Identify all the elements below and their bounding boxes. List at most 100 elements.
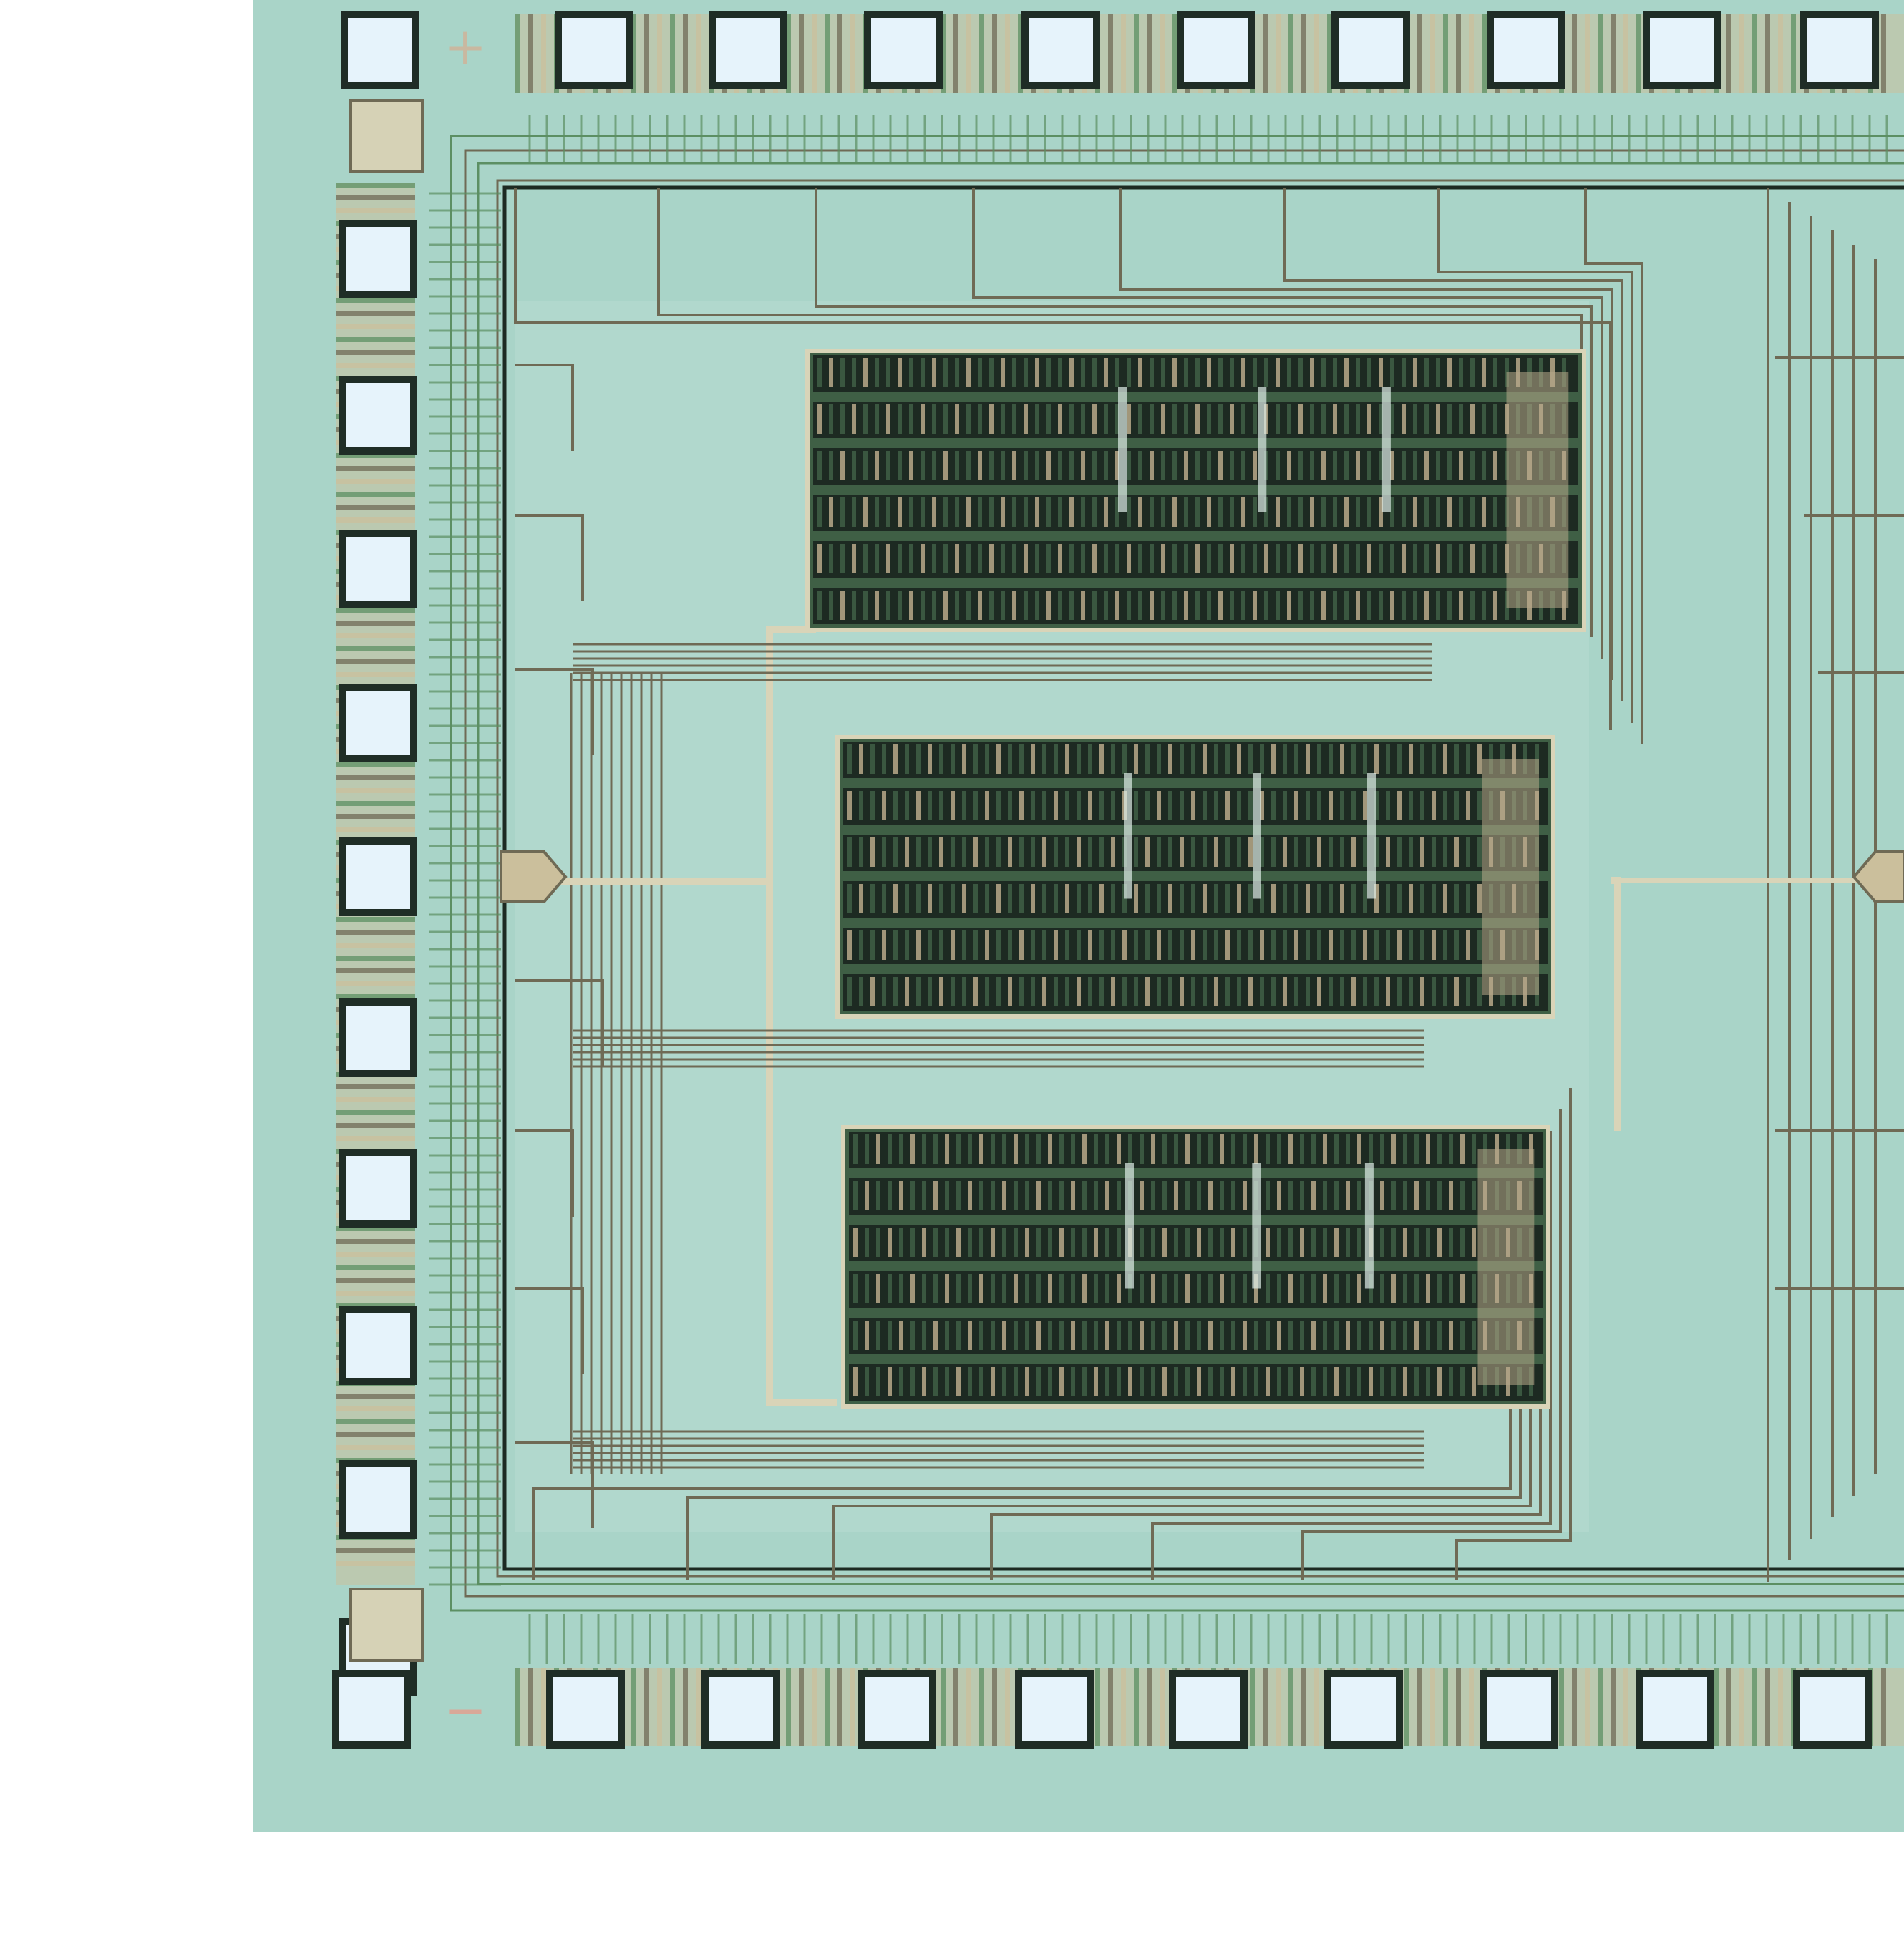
cell-transistor [1277, 1274, 1281, 1303]
cell-transistor [1231, 1134, 1235, 1164]
top-bond-pad-square [1487, 11, 1565, 89]
cell-transistor [817, 451, 822, 480]
cell-transistor [1081, 497, 1085, 527]
cell-transistor [1298, 497, 1303, 527]
cell-transistor [886, 591, 890, 620]
block-io-column [1477, 1149, 1535, 1385]
driver-stripe [966, 14, 971, 93]
driver-stripe [1005, 14, 1010, 93]
cell-transistor [847, 837, 852, 867]
cell-transistor [1260, 930, 1264, 960]
cell-transistor [1031, 791, 1035, 820]
driver-stripe [979, 14, 984, 93]
cell-transistor [1340, 884, 1344, 913]
bottom-bond-pad-square [1324, 1670, 1403, 1749]
cell-transistor [898, 358, 902, 387]
driver-stripe [631, 14, 636, 93]
cell-transistor [939, 930, 943, 960]
driver-stripe [336, 1252, 415, 1257]
left-feeder-trace [515, 1441, 594, 1528]
driver-stripe [1250, 1668, 1255, 1746]
cell-transistor [1024, 591, 1028, 620]
cell-transistor [829, 591, 833, 620]
cell-transistor [1254, 1321, 1258, 1350]
cell-transistor [909, 497, 913, 527]
cell-transistor [979, 1321, 983, 1350]
cell-transistor [1397, 744, 1402, 774]
cell-transistor [1424, 404, 1429, 434]
positive-mark: + [444, 16, 487, 77]
cell-transistor [1104, 497, 1108, 527]
cell-transistor [1203, 884, 1207, 913]
cell-transistor [863, 544, 868, 573]
cell-transistor [1283, 837, 1287, 867]
cell-transistor [1432, 977, 1436, 1006]
cell-transistor [1207, 544, 1211, 573]
cell-transistor [1300, 1321, 1304, 1350]
cell-transistor [870, 977, 875, 1006]
cell-transistor [1454, 837, 1459, 867]
block-io-column [1482, 759, 1539, 995]
cell-transistor [921, 404, 925, 434]
cell-transistor [1058, 591, 1062, 620]
cell-transistor [1409, 744, 1413, 774]
cell-transistor [1042, 791, 1046, 820]
cell-transistor [1168, 837, 1172, 867]
cell-transistor [1145, 977, 1150, 1006]
driver-stripe [786, 1668, 791, 1746]
driver-stripe [336, 1419, 415, 1424]
cell-transistor [1230, 451, 1234, 480]
bottom-bond-pad [332, 1670, 411, 1749]
cell-transistor [1150, 544, 1154, 573]
cell-transistor [1402, 544, 1406, 573]
cell-transistor [1184, 404, 1188, 434]
cell-transistor [1300, 1134, 1304, 1164]
cell-transistor [1191, 977, 1195, 1006]
cell-transistor [1403, 1321, 1407, 1350]
driver-stripe [696, 14, 701, 93]
cell-transistor [1321, 497, 1326, 527]
cell-transistor [905, 930, 909, 960]
cell-transistor [951, 791, 955, 820]
cell-transistor [898, 591, 902, 620]
cell-transistor [1470, 544, 1475, 573]
cell-transistor [1334, 1321, 1339, 1350]
cell-transistor [1241, 358, 1245, 387]
cell-transistor [1363, 930, 1367, 960]
cell-transistor [991, 1321, 995, 1350]
cell-transistor [888, 1134, 892, 1164]
cell-transistor [956, 1321, 961, 1350]
cell-transistor [905, 744, 909, 774]
driver-stripe [336, 466, 415, 471]
cell-transistor [1231, 1274, 1235, 1303]
driver-stripe [1611, 14, 1616, 93]
cell-transistor [985, 884, 989, 913]
cell-transistor [1447, 358, 1452, 387]
left-feeder-trace [515, 668, 594, 755]
cell-transistor [1287, 544, 1291, 573]
cell-transistor [1420, 884, 1424, 913]
cell-transistor [1025, 1228, 1029, 1257]
cell-transistor [1300, 1181, 1304, 1210]
cell-transistor [1432, 884, 1436, 913]
cell-transistor [886, 451, 890, 480]
cell-transistor [1012, 544, 1016, 573]
cell-transistor [991, 1367, 995, 1396]
cell-transistor [1323, 1274, 1327, 1303]
cell-transistor [1002, 1134, 1006, 1164]
cell-transistor [1151, 1321, 1155, 1350]
cell-transistor [1025, 1134, 1029, 1164]
driver-stripe [336, 1561, 415, 1566]
cell-transistor [932, 544, 936, 573]
driver-stripe [812, 1668, 817, 1746]
cell-transistor [1436, 497, 1440, 527]
cell-transistor [1402, 358, 1406, 387]
cell-transistor [1294, 744, 1298, 774]
block-gap [1125, 1163, 1134, 1289]
driver-stripe [1134, 1668, 1139, 1746]
driver-stripe [1881, 14, 1886, 93]
cell-transistor [956, 1367, 961, 1396]
cell-transistor [876, 1181, 880, 1210]
driver-stripe [336, 1097, 415, 1102]
cell-transistor [1230, 544, 1234, 573]
